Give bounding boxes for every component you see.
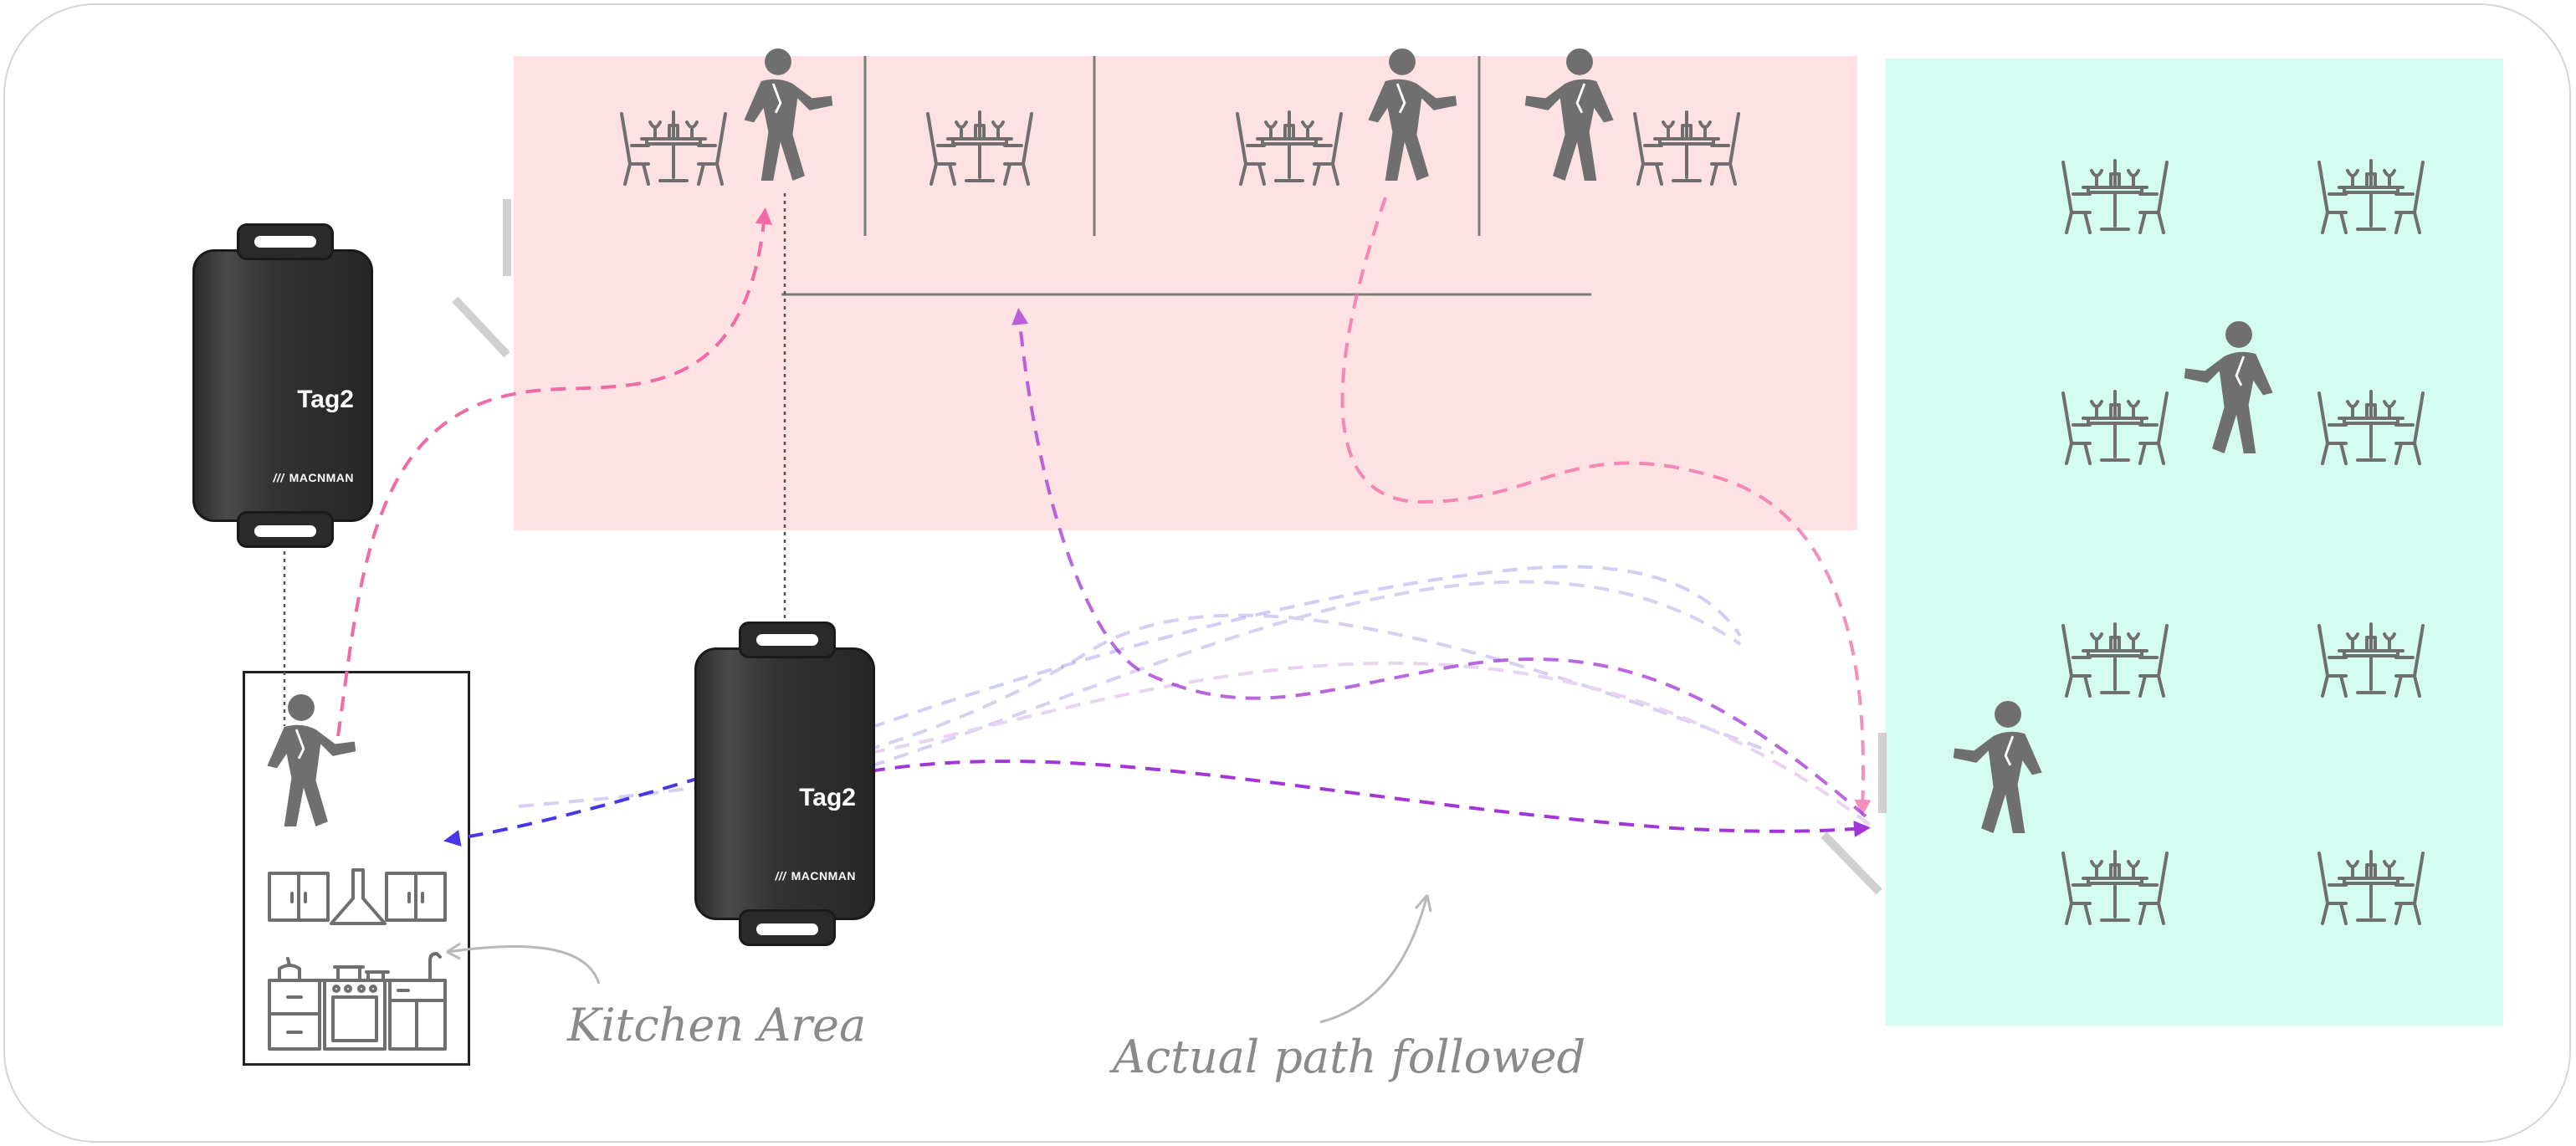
kitchen-area-annotation: Kitchen Area xyxy=(567,999,867,1051)
dining-table-icon xyxy=(2061,159,2169,234)
door-stub-pink-angled xyxy=(452,296,510,358)
waiter-icon xyxy=(1366,47,1458,182)
tag-center-label: Tag2 xyxy=(799,784,856,811)
dining-table-icon xyxy=(1633,110,1740,186)
waiter-icon xyxy=(265,693,357,828)
tag-tab-bottom xyxy=(739,909,836,946)
path-purple-mint-to-pink xyxy=(1011,308,1867,818)
dining-table-icon xyxy=(2061,850,2169,925)
tag-tab-top xyxy=(237,223,334,260)
kitchen-icon xyxy=(268,868,447,1051)
dining-table-icon xyxy=(2317,159,2425,234)
waiter-icon xyxy=(1524,47,1616,182)
dining-table-icon xyxy=(2061,622,2169,698)
dining-table-icon xyxy=(2317,850,2425,925)
tag-left-brand: ///MACNMAN xyxy=(273,471,354,484)
path-purple-to-mint xyxy=(869,760,1871,837)
dining-table-icon xyxy=(2061,390,2169,465)
tracker-tag-icon: Tag2 ///MACNMAN xyxy=(694,622,875,946)
path-pink-to-mint xyxy=(1340,197,1872,816)
tag-tab-top xyxy=(739,622,836,658)
booth-dividers xyxy=(781,56,1591,296)
path-blue-faint xyxy=(869,565,1742,729)
faint-paths xyxy=(518,580,1876,830)
tag-tab-bottom xyxy=(237,511,334,548)
waiter-icon xyxy=(1952,699,2044,835)
dining-table-icon xyxy=(2317,390,2425,465)
dining-table-icon xyxy=(926,110,1033,186)
dining-table-icon xyxy=(620,110,727,186)
tracker-tag-icon: Tag2 ///MACNMAN xyxy=(192,223,373,548)
tag-center-brand: ///MACNMAN xyxy=(775,869,856,883)
kitchen-annotation-arrow xyxy=(446,944,601,985)
dining-table-icon xyxy=(1236,110,1343,186)
dining-table-icon xyxy=(2317,622,2425,698)
waiter-icon xyxy=(2183,320,2275,455)
path-annotation-arrow xyxy=(1319,894,1429,1024)
actual-path-annotation: Actual path followed xyxy=(1113,1031,1586,1083)
tag-left-label: Tag2 xyxy=(297,386,354,413)
waiter-icon xyxy=(742,47,834,182)
door-stub-mint-angled xyxy=(1821,831,1882,895)
